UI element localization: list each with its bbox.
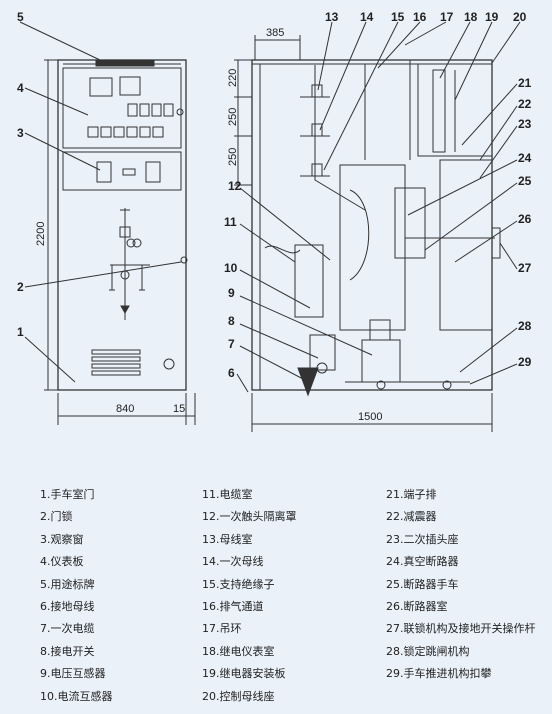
legend-item: 28.锁定跳闸机构 — [386, 644, 470, 658]
dim-2200: 2200 — [35, 222, 47, 246]
legend-item: 19.继电器安装板 — [202, 667, 286, 681]
callout-10: 10 — [224, 261, 238, 275]
legend-item: 4.仪表板 — [40, 555, 84, 569]
callout-16: 16 — [413, 10, 427, 24]
legend-item: 8.接电开关 — [40, 644, 95, 658]
callout-6: 6 — [228, 366, 235, 380]
callout-2: 2 — [17, 280, 24, 294]
legend-item: 22.减震器 — [386, 510, 437, 524]
dim-1500: 1500 — [358, 411, 382, 423]
legend-item: 2.门锁 — [40, 510, 73, 524]
front-cabinet — [57, 59, 187, 391]
callout-19: 19 — [485, 10, 499, 24]
legend-item: 18.继电仪表室 — [202, 644, 275, 658]
callout-29: 29 — [518, 355, 532, 369]
callout-9: 9 — [228, 286, 235, 300]
legend-column-2: 11.电缆室 12.一次触头隔离罩 13.母线室 14.一次母线 15.支持绝缘… — [202, 484, 297, 708]
legend-item: 15.支持绝缘子 — [202, 577, 275, 591]
callout-8: 8 — [228, 314, 235, 328]
instrument-panel — [62, 67, 182, 149]
legend-item: 12.一次触头隔离罩 — [202, 510, 297, 524]
legend-item: 7.一次电缆 — [40, 622, 95, 636]
callout-17: 17 — [440, 10, 454, 24]
legend-column-1: 1.手车室门 2.门锁 3.观察窗 4.仪表板 5.用途标牌 6.接地母线 7.… — [40, 484, 113, 708]
callout-12: 12 — [228, 179, 242, 193]
purpose-nameplate — [95, 59, 155, 67]
legend-item: 25.断路器手车 — [386, 577, 459, 591]
legend-item: 24.真空断路器 — [386, 555, 459, 569]
legend-item: 29.手车推进机构扣攀 — [386, 667, 492, 681]
callout-1: 1 — [17, 325, 24, 339]
observation-window — [62, 151, 182, 191]
callout-28: 28 — [518, 319, 532, 333]
callout-18: 18 — [464, 10, 478, 24]
legend-item: 17.吊环 — [202, 622, 242, 636]
legend-item: 5.用途标牌 — [40, 577, 95, 591]
cable-terminal — [309, 334, 336, 371]
callout-20: 20 — [513, 10, 527, 24]
legend-item: 1.手车室门 — [40, 488, 95, 501]
callout-25: 25 — [518, 174, 532, 188]
legend-item: 20.控制母线座 — [202, 689, 275, 703]
switchgear-drawing: 385 220 250 250 2200 840 15 1500 1 2 3 4… — [17, 10, 532, 432]
legend-item: 3.观察窗 — [40, 532, 84, 546]
legend-item: 27.联锁机构及接地开关操作杆 — [386, 622, 536, 636]
dim-250-a: 250 — [227, 108, 239, 126]
callout-23: 23 — [518, 117, 532, 131]
callout-4: 4 — [17, 81, 24, 95]
legend-item: 10.电流互感器 — [40, 689, 113, 703]
legend-item: 9.电压互感器 — [40, 667, 106, 681]
callout-21: 21 — [518, 76, 532, 90]
callout-7: 7 — [228, 337, 235, 351]
relay-instrument-room — [417, 63, 493, 157]
legend-item: 16.排气通道 — [202, 599, 264, 613]
legend-item: 23.二次插头座 — [386, 532, 459, 546]
callout-15: 15 — [391, 10, 405, 24]
legend-item: 26.断路器室 — [386, 599, 448, 613]
callout-5: 5 — [17, 10, 24, 24]
callout-13: 13 — [325, 10, 339, 24]
breaker-trolley — [361, 339, 401, 383]
callout-22: 22 — [518, 97, 532, 111]
dim-385: 385 — [266, 27, 284, 39]
vacuum-breaker — [339, 164, 406, 331]
dim-840: 840 — [116, 403, 134, 415]
callout-11: 11 — [224, 215, 237, 229]
legend-item: 21.端子排 — [386, 488, 437, 501]
callout-26: 26 — [518, 212, 532, 226]
callout-3: 3 — [17, 126, 24, 140]
door-lock — [180, 256, 188, 264]
dim-220: 220 — [227, 69, 239, 87]
legend-column-3: 21.端子排 22.减震器 23.二次插头座 24.真空断路器 25.断路器手车… — [386, 484, 536, 686]
legend-item: 14.一次母线 — [202, 555, 264, 569]
dim-250-b: 250 — [227, 148, 239, 166]
parts-legend: 1.手车室门 2.门锁 3.观察窗 4.仪表板 5.用途标牌 6.接地母线 7.… — [40, 484, 552, 709]
dim-15: 15 — [173, 403, 185, 415]
legend-item: 11.电缆室 — [202, 488, 253, 501]
legend-item: 13.母线室 — [202, 532, 253, 546]
callout-27: 27 — [518, 261, 532, 275]
callout-24: 24 — [518, 151, 532, 165]
legend-item: 6.接地母线 — [40, 599, 95, 613]
callout-14: 14 — [360, 10, 374, 24]
